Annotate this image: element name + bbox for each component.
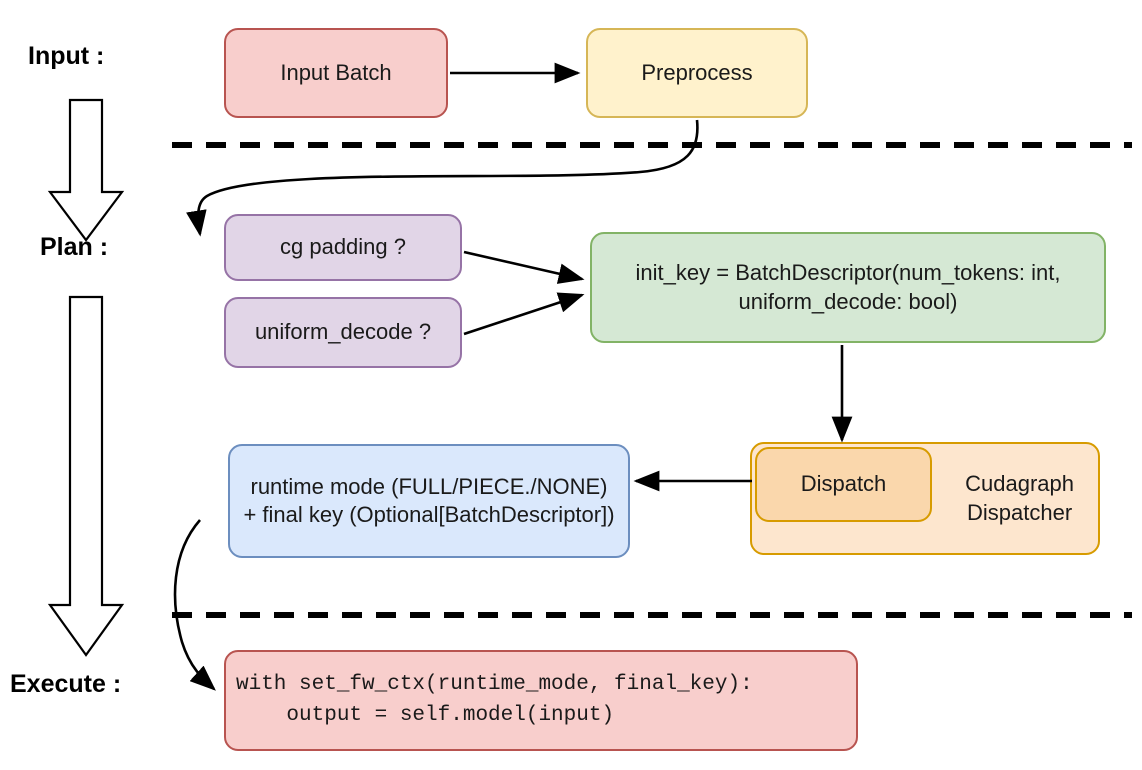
node-init-key[interactable]: init_key = BatchDescriptor(num_tokens: i… (590, 232, 1106, 343)
stage-label-plan: Plan : (40, 233, 109, 261)
edge-runtime-mode-to-execute-code (173, 519, 216, 691)
stage-label-input: Input : (28, 42, 105, 70)
edge-cg-padding-to-init-key (463, 250, 585, 284)
input-to-plan-block-arrow (47, 98, 125, 242)
node-cg-padding[interactable]: cg padding ? (224, 214, 462, 281)
node-execute-code-line2: output = self.model(input) (236, 703, 615, 727)
node-input-batch[interactable]: Input Batch (224, 28, 448, 118)
node-init-key-line1: init_key = BatchDescriptor(num_tokens: i… (635, 260, 1061, 286)
stage-label-execute: Execute : (10, 670, 122, 698)
node-init-key-line2: uniform_decode: bool) (738, 288, 958, 314)
node-uniform-decode[interactable]: uniform_decode ? (224, 297, 462, 368)
node-runtime-mode-line1: runtime mode (FULL/PIECE./NONE) (250, 473, 608, 499)
plan-to-execute-block-arrow (47, 295, 125, 657)
node-execute-code-line1: with set_fw_ctx(runtime_mode, final_key)… (236, 673, 753, 697)
edge-uniform-decode-to-init-key (463, 292, 585, 336)
node-preprocess[interactable]: Preprocess (586, 28, 808, 118)
node-runtime-mode-line2: + final key (Optional[BatchDescriptor]) (243, 502, 615, 527)
node-runtime-mode[interactable]: runtime mode (FULL/PIECE./NONE) + final … (228, 444, 630, 558)
node-execute-code[interactable]: with set_fw_ctx(runtime_mode, final_key)… (224, 650, 858, 751)
node-dispatch[interactable]: Dispatch (755, 447, 932, 522)
